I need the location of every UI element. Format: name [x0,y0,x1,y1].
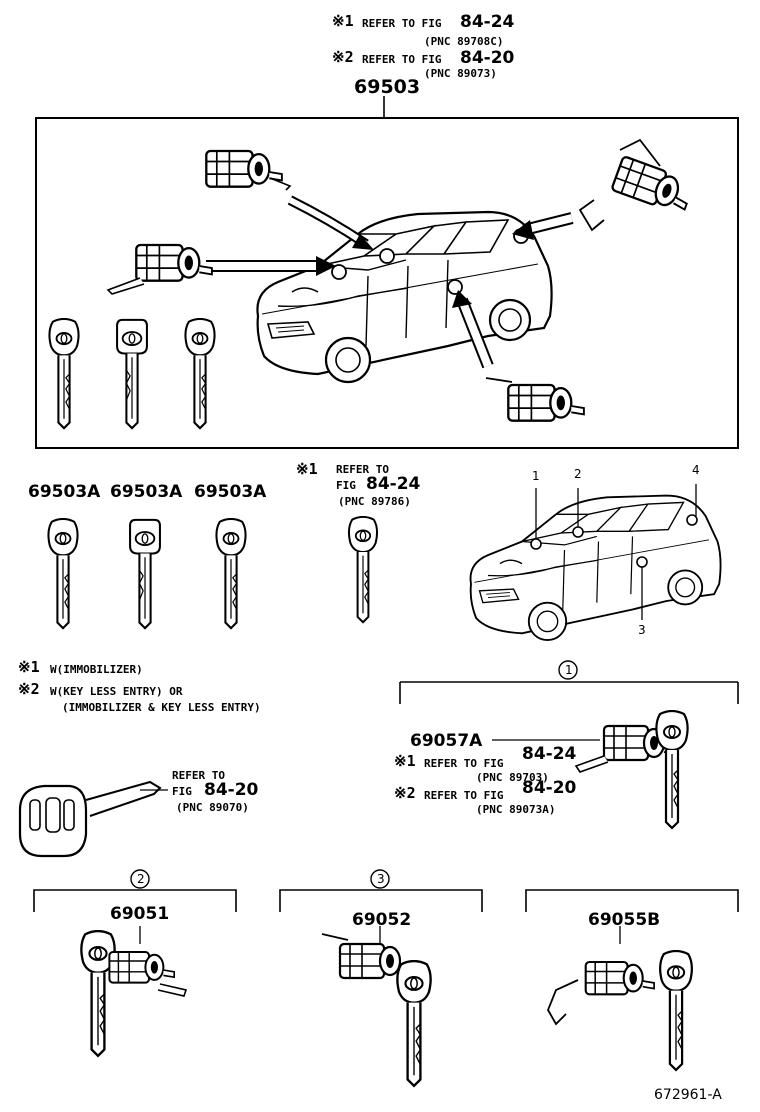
remote-ref-pnc: (PNC 89070) [176,801,249,814]
car-illustration-main [256,210,553,384]
part-number-back-door: 69055B [588,910,661,930]
detail-ref-fig-1: 84-24 [522,744,577,764]
front-door-lock-drawing [205,149,292,191]
note-mark-1: ※1 [18,658,40,676]
detail-ref-text-1: REFER TO FIG [424,757,504,770]
ref-fig-1: 84-24 [460,12,515,32]
back-door-assembly-drawing [547,950,694,1072]
callout-2: 2 [574,467,582,481]
key-drawing-immobilizer [347,516,379,624]
rear-door-assembly-drawing [321,933,432,1088]
ignition-cylinder-drawing [106,243,214,295]
figure-id: 672961-A [654,1087,722,1103]
remote-ref-fig: 84-20 [204,780,259,800]
mid-ref-line1: REFER TO [336,463,389,476]
detail-ref-fig-2: 84-20 [522,778,577,798]
note-text-2-cont: (IMMOBILIZER & KEY LESS ENTRY) [62,701,261,714]
mid-ref-fig: 84-24 [366,474,421,494]
section-label-2: 2 [137,872,145,886]
ref-mark-2: ※2 [332,48,354,66]
ref-text-2: REFER TO FIG [362,53,442,66]
callout-4: 4 [692,463,700,477]
detail-ref-text-2: REFER TO FIG [424,789,504,802]
remote-ref-line2: FIG [172,785,192,798]
ref-text-1: REFER TO FIG [362,17,442,30]
note-mark-2: ※2 [18,680,40,698]
rear-door-lock-drawing [485,377,586,422]
part-number-key-2: 69503A [110,482,183,502]
key-drawing-main-2 [115,318,149,430]
callout-3: 3 [638,623,646,637]
section-label-3: 3 [377,872,385,886]
key-drawing-main-3 [184,318,216,430]
section-label-1: 1 [565,663,573,677]
detail-ref-mark-2: ※2 [394,784,416,802]
remote-ref-line1: REFER TO [172,769,225,782]
main-set-frame [35,117,739,449]
part-number-key-3: 69503A [194,482,267,502]
ref-pnc-2: (PNC 89073) [424,67,497,80]
detail-ref-mark-1: ※1 [394,752,416,770]
front-door-assembly-drawing [80,930,188,1058]
detail-ref-pnc-1: (PNC 89703) [476,771,549,784]
part-number-main-set: 69503 [354,76,421,98]
mid-ref-line2: FIG [336,479,356,492]
mid-ref-mark: ※1 [296,460,318,478]
back-door-lock-drawing [578,138,696,232]
key-drawing-main-1 [48,318,80,430]
detail-ref-pnc-2: (PNC 89073A) [476,803,556,816]
part-number-rear-door: 69052 [352,910,412,930]
ref-mark-1: ※1 [332,12,354,30]
part-number-front-door: 69051 [110,904,170,924]
car-illustration-locations [469,494,722,642]
note-text-2: W(KEY LESS ENTRY) OR [50,685,183,698]
ref-fig-2: 84-20 [460,48,515,68]
part-number-ignition: 69057A [410,731,483,751]
key-drawing-69503a-3 [215,518,247,630]
key-drawing-69503a-2 [128,518,162,630]
callout-1: 1 [532,469,540,483]
note-text-1: W(IMMOBILIZER) [50,663,143,676]
ref-pnc-1: (PNC 89708C) [424,35,504,48]
mid-ref-pnc: (PNC 89786) [338,495,411,508]
remote-key-drawing [18,780,168,858]
part-number-key-1: 69503A [28,482,101,502]
key-drawing-69503a-1 [47,518,79,630]
ignition-assembly-drawing [574,710,689,830]
